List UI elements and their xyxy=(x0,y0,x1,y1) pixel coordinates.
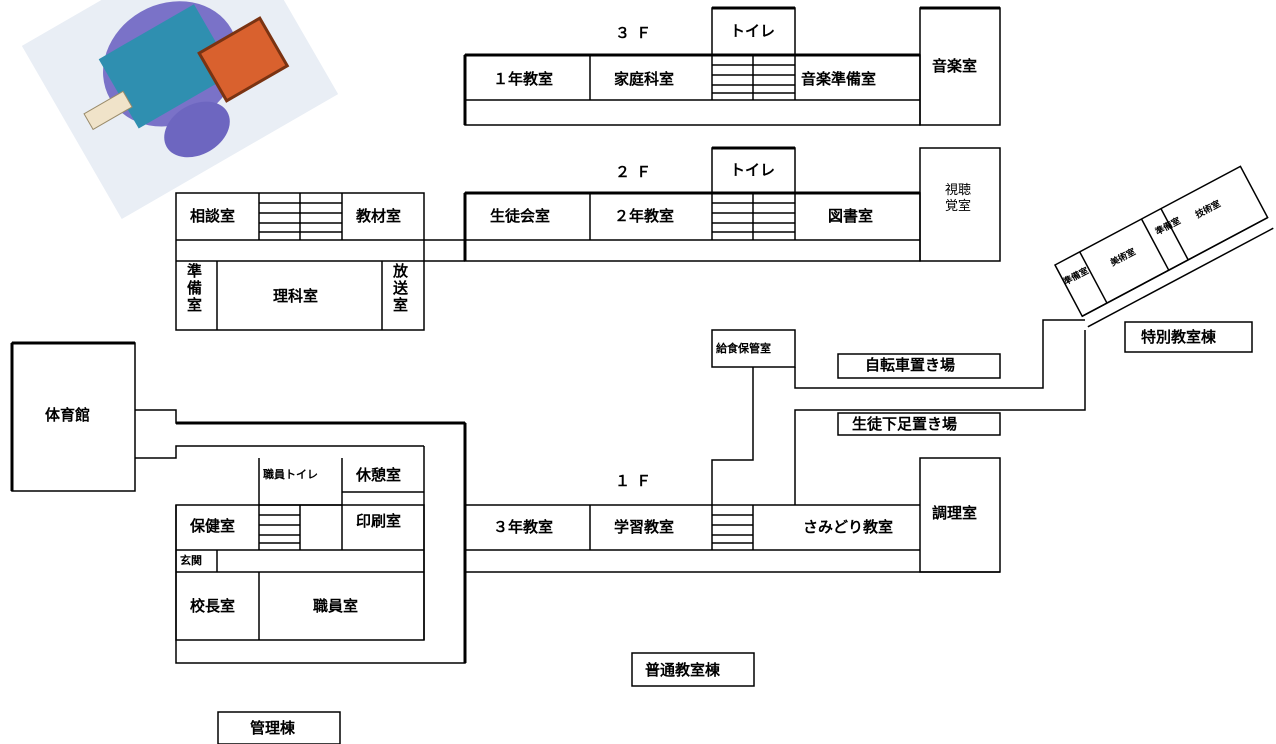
room-class3: ３年教室 xyxy=(493,518,554,536)
room-staff-toilet: 職員トイレ xyxy=(263,468,318,481)
room-samidori: さみどり教室 xyxy=(803,518,894,536)
area-bike-parking: 自転車置き場 xyxy=(865,356,956,374)
room-gym: 体育館 xyxy=(45,406,91,424)
building-label-admin: 管理棟 xyxy=(250,719,296,737)
room-broadcast: 放送室 xyxy=(391,263,409,314)
room-lunch-storage: 給食保管室 xyxy=(716,342,771,355)
room-class1: １年教室 xyxy=(493,70,554,88)
room-entrance: 玄関 xyxy=(180,554,202,567)
building-label-special: 特別教室棟 xyxy=(1141,328,1217,346)
room-class2: ２年教室 xyxy=(614,207,675,225)
room-materials: 教材室 xyxy=(356,207,402,225)
room-toilet-2f: トイレ xyxy=(730,161,776,179)
room-counsel: 相談室 xyxy=(190,207,236,225)
room-cooking: 調理室 xyxy=(932,504,978,522)
room-science: 理科室 xyxy=(273,287,319,305)
room-study: 学習教室 xyxy=(614,518,675,536)
room-library: 図書室 xyxy=(828,207,874,225)
floor-label-1f: １Ｆ xyxy=(615,472,658,490)
floor-label-3f: ３Ｆ xyxy=(615,24,658,42)
area-shoe-storage: 生徒下足置き場 xyxy=(852,415,958,433)
room-health: 保健室 xyxy=(190,517,236,535)
room-music-prep: 音楽準備室 xyxy=(801,70,877,88)
room-print: 印刷室 xyxy=(356,512,402,530)
room-lounge: 休憩室 xyxy=(356,466,402,484)
floor-label-2f: ２Ｆ xyxy=(615,163,658,181)
room-av: 視聴覚室 xyxy=(944,183,971,214)
room-student-council: 生徒会室 xyxy=(490,207,551,225)
mascot-illustration xyxy=(21,0,339,220)
room-principal: 校長室 xyxy=(190,597,236,615)
room-music: 音楽室 xyxy=(932,57,978,75)
room-home-ec: 家庭科室 xyxy=(614,70,675,88)
room-science-prep: 準備室 xyxy=(185,263,203,314)
building-label-general: 普通教室棟 xyxy=(645,661,721,679)
room-staff: 職員室 xyxy=(313,597,359,615)
room-toilet-3f: トイレ xyxy=(730,22,776,40)
